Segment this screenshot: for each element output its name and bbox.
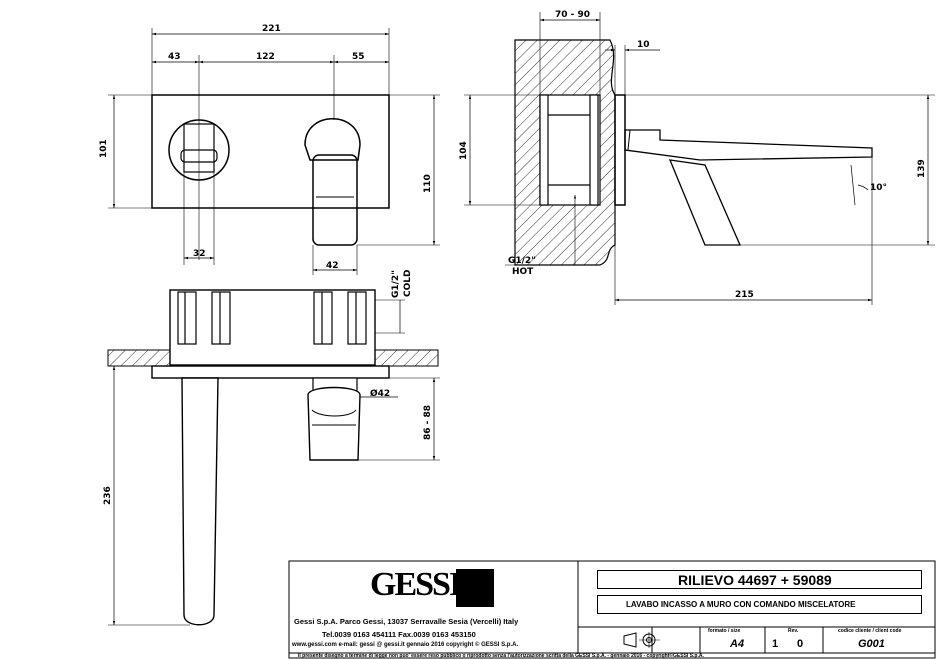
projection-symbol-icon	[623, 632, 660, 648]
dim-spout-projection: 215	[735, 290, 754, 300]
sheet-number: 1	[772, 638, 779, 650]
gessi-logo: GESSI	[370, 566, 462, 603]
label-hot: HOT	[512, 267, 534, 277]
dim-total-height: 139	[917, 159, 927, 178]
dim-left-offset: 43	[168, 52, 181, 62]
dim-right-offset: 55	[352, 52, 365, 62]
dim-spout-angle: 10°	[870, 183, 887, 193]
dim-spout-length: 236	[103, 486, 113, 505]
dim-spout-height: 110	[423, 174, 433, 193]
dim-handle-diameter: Ø42	[370, 388, 390, 399]
footer-notice: Il presente disegno a termine di legge n…	[298, 653, 704, 659]
side-view	[464, 12, 935, 305]
rev-header: Rev.	[788, 628, 799, 634]
logo-block: GESSI	[370, 566, 494, 610]
label-inlet-hot: G1/2"	[508, 256, 536, 266]
company-phone: Tel.0039 0163 454111 Fax.0039 0163 45315…	[322, 630, 476, 639]
top-view	[107, 289, 440, 626]
title-block-frame	[288, 560, 936, 659]
product-title-box: RILIEVO 44697 + 59089	[597, 570, 922, 589]
dim-handle-width-right: 42	[326, 261, 339, 271]
dim-handle-width-left: 32	[193, 249, 206, 259]
client-code-header: codice cliente / client code	[838, 628, 902, 634]
front-view	[108, 28, 440, 275]
logo-black-square	[456, 569, 494, 607]
company-address: Gessi S.p.A. Parco Gessi, 13037 Serraval…	[294, 617, 519, 626]
dim-body-height: 104	[459, 141, 469, 160]
dim-center-distance: 122	[256, 52, 275, 62]
rev-value: 0	[797, 638, 804, 650]
label-inlet-cold: G1/2"	[391, 270, 401, 298]
dim-plate-height: 101	[99, 139, 109, 158]
product-subtitle: LAVABO INCASSO A MURO CON COMANDO MISCEL…	[626, 600, 856, 609]
client-code-value: G001	[858, 638, 885, 650]
product-subtitle-box: LAVABO INCASSO A MURO CON COMANDO MISCEL…	[597, 595, 922, 614]
dim-overall-width: 221	[262, 24, 281, 34]
dim-wall-depth: 70 - 90	[555, 10, 590, 20]
dim-plate-thickness: 10	[637, 40, 650, 50]
format-header: formato / size	[708, 628, 741, 634]
dim-handle-projection: 86 - 88	[423, 405, 433, 440]
product-title: RILIEVO 44697 + 59089	[678, 572, 832, 588]
format-value: A4	[730, 638, 745, 650]
company-web: www.gessi.com e-mail: gessi @ gessi.it g…	[292, 642, 519, 648]
label-cold: COLD	[403, 270, 413, 297]
